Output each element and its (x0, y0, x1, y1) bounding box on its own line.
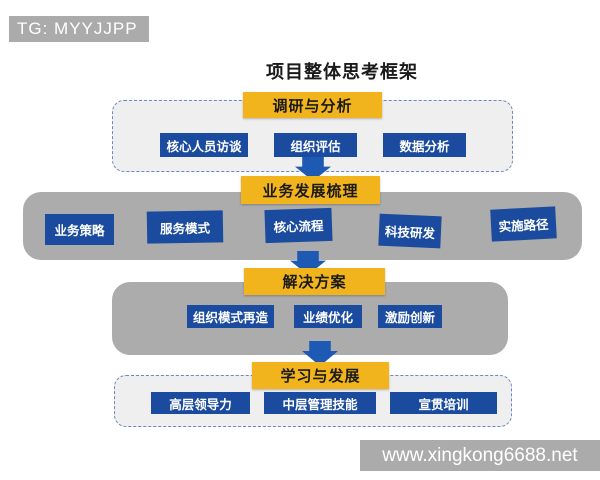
stage2-item-1: 业务策略 (45, 214, 114, 245)
stage3-header: 解决方案 (244, 268, 385, 295)
stage3-item-3: 激励创新 (378, 305, 442, 328)
telegram-badge: TG: MYYJJPP (9, 16, 149, 42)
stage4-item-1: 高层领导力 (151, 392, 250, 414)
stage3-item-2: 业绩优化 (294, 305, 362, 328)
stage2-item-2: 服务模式 (146, 210, 224, 244)
stage1-header: 调研与分析 (243, 92, 382, 118)
stage1-item-2: 组织评估 (274, 133, 357, 157)
stage3-item-1: 组织模式再造 (187, 305, 274, 328)
page-title: 项目整体思考框架 (266, 62, 418, 82)
stage2-header: 业务发展梳理 (241, 176, 380, 204)
stage2-item-4: 科技研发 (378, 213, 442, 249)
stage4-header: 学习与发展 (252, 362, 389, 389)
stage2-item-3: 核心流程 (264, 207, 333, 244)
stage1-item-1: 核心人员访谈 (160, 133, 248, 157)
stage2-item-5: 实施路径 (490, 206, 557, 242)
stage4-item-3: 宣贯培训 (390, 392, 497, 414)
watermark-url: www.xingkong6688.net (360, 440, 600, 471)
stage1-item-3: 数据分析 (383, 133, 466, 157)
stage4-item-2: 中层管理技能 (264, 392, 376, 414)
